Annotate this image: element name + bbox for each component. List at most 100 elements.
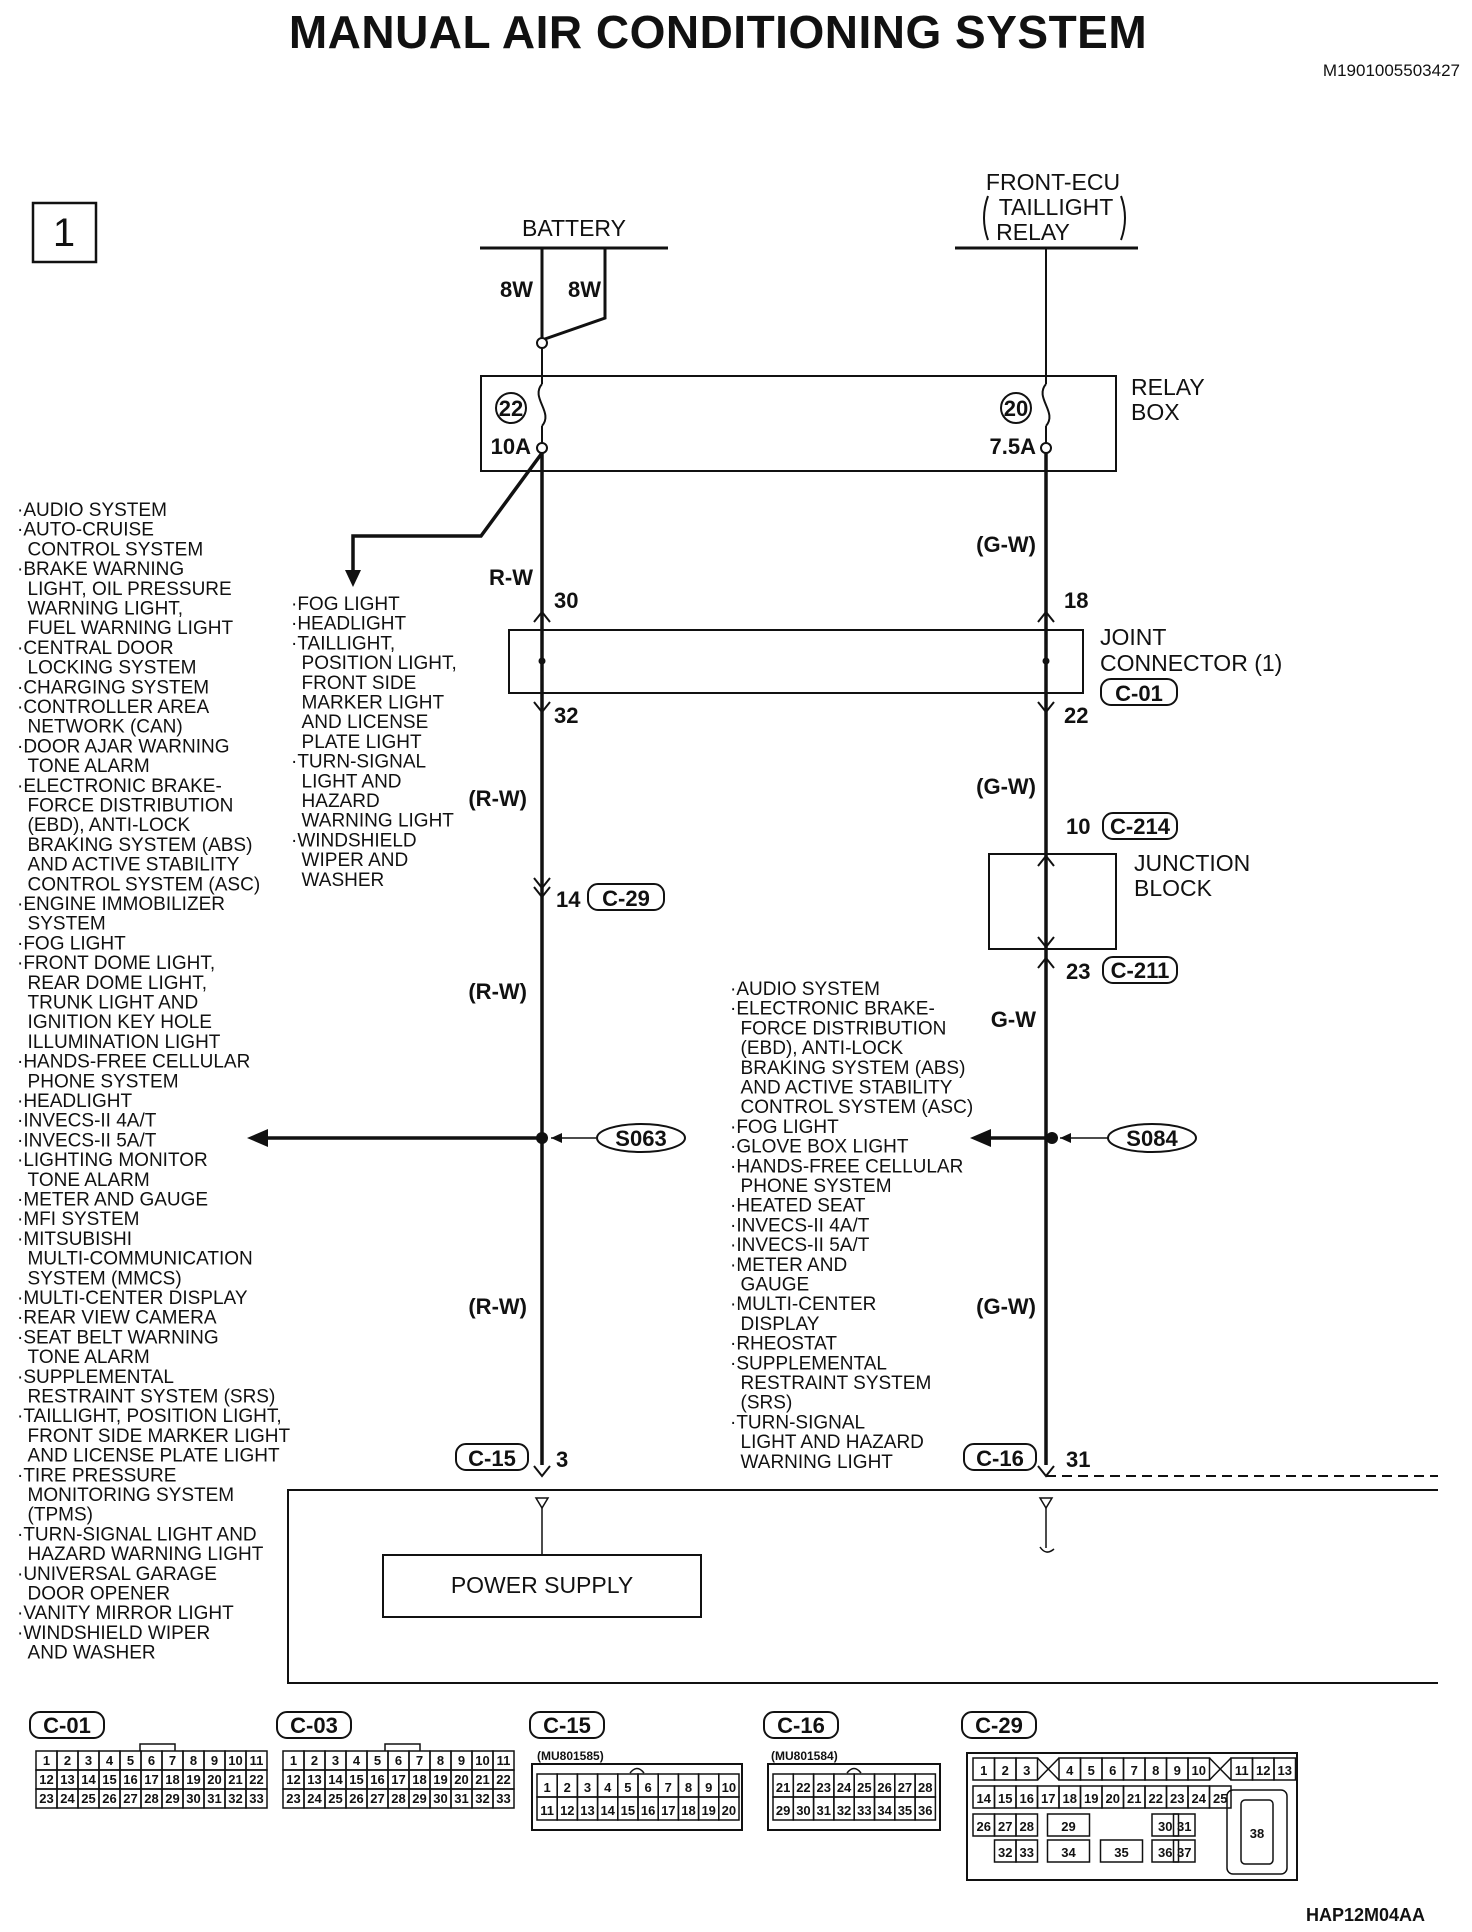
connector-pin-number: 14 [328, 1772, 343, 1787]
connector-pin-number: 8 [437, 1753, 444, 1768]
connector-pin-number: 23 [39, 1791, 53, 1806]
s063-branch-item: ·MFI SYSTEM [17, 1209, 139, 1230]
fuse20-rating: 7.5A [990, 434, 1037, 459]
connector-pin-number: 17 [1041, 1791, 1055, 1806]
connector-cavity [1151, 1839, 1180, 1863]
joint-connector-label-1: JOINT [1100, 624, 1166, 650]
connector-pin-number: 12 [39, 1772, 53, 1787]
connector-pin-number: 19 [186, 1772, 200, 1787]
connector-pin-number: 33 [249, 1791, 263, 1806]
battery-label: BATTERY [522, 215, 626, 241]
battery-wire-b-label: 8W [568, 277, 601, 302]
connector-pin-number: 18 [681, 1803, 695, 1818]
connector-pin-number: 18 [1063, 1791, 1077, 1806]
connector-pin-number: 31 [1177, 1819, 1191, 1834]
connector-pin-number: 19 [701, 1803, 715, 1818]
connector-pin-number: 33 [496, 1791, 510, 1806]
connector-pin-number: 11 [497, 1753, 511, 1768]
fuse20-terminal [1040, 442, 1052, 454]
connector-pin-number: 5 [374, 1753, 381, 1768]
s084-branch-item: ·HEATED SEAT [730, 1196, 866, 1217]
s084-branch-arrow [970, 1129, 991, 1147]
c16-part-number: (MU801584) [771, 1749, 838, 1763]
connector-latch [384, 1743, 421, 1751]
connector-cavity [245, 1788, 268, 1809]
s063-branch-item: ·HEADLIGHT [17, 1091, 132, 1112]
connector-view-badge [961, 1711, 1037, 1739]
junction-out-mark [1037, 936, 1055, 949]
s063-branch-item: RESTRAINT SYSTEM (SRS) [17, 1387, 275, 1408]
connector-cavity [1046, 1839, 1091, 1863]
connector-cavity [1046, 1813, 1091, 1837]
connector-pin-number: 27 [123, 1791, 137, 1806]
joint-connector-code: C-01 [1115, 681, 1163, 706]
connector-pin-number: 28 [1020, 1819, 1034, 1834]
connector-pin-number: 16 [123, 1772, 137, 1787]
junction-pin23-mark [1037, 956, 1055, 969]
s063-branch-item: SYSTEM [17, 914, 106, 935]
connector-pin-number: 11 [540, 1803, 554, 1818]
junction-block-box [988, 853, 1117, 950]
relay-box-label-1: RELAY [1131, 374, 1205, 400]
s063-pointer-arrow [551, 1133, 562, 1143]
s084-branch-item: ·METER AND [730, 1255, 847, 1276]
connector-pin-number: 11 [1235, 1763, 1249, 1778]
connector-cavity [1172, 1839, 1196, 1863]
c29-inline-mark [533, 877, 551, 899]
connector-cavity [1273, 1757, 1297, 1781]
connector-pin-number: 14 [977, 1791, 992, 1806]
power-supply-label: POWER SUPPLY [451, 1572, 633, 1598]
s063-branch-item: (TPMS) [17, 1505, 93, 1526]
right-wire-label-3: G-W [991, 1007, 1036, 1032]
ecu-right-input-mark [1038, 1497, 1054, 1510]
connector-pin-number: 21 [776, 1780, 790, 1795]
connector-pin-number: 3 [1023, 1763, 1030, 1778]
c16-code-badge [963, 1443, 1037, 1471]
splice-s084-label: S084 [1126, 1126, 1178, 1151]
connector-view-badge [29, 1711, 105, 1739]
connector-pin-number: 32 [837, 1803, 851, 1818]
connector-pin-number: 10 [475, 1753, 489, 1768]
connector-pin-number: 15 [998, 1791, 1012, 1806]
figure-code: HAP12M04AA [1306, 1905, 1425, 1925]
joint-pin-30: 30 [554, 588, 578, 613]
c29-housing [966, 1752, 1298, 1881]
s063-branch-item: IGNITION KEY HOLE [17, 1012, 212, 1033]
connector-pin-number: 38 [1250, 1826, 1264, 1841]
c15-code-badge [455, 1443, 529, 1471]
c29-code-badge [587, 883, 665, 911]
connector-pin-number: 34 [877, 1803, 892, 1818]
connector-pin-number: 22 [796, 1780, 810, 1795]
joint-pin-18: 18 [1064, 588, 1088, 613]
connector-pin-number: 27 [998, 1819, 1012, 1834]
connector-view-code: C-03 [290, 1713, 338, 1738]
s063-branch-item: ·WINDSHIELD WIPER [17, 1623, 210, 1644]
s063-branch-item: ·TIRE PRESSURE [17, 1465, 176, 1486]
connector-cavity [1208, 1785, 1232, 1809]
connector-view-badge [763, 1711, 839, 1739]
connector-pin-number: 4 [353, 1753, 361, 1768]
connector-pin-number: 30 [186, 1791, 200, 1806]
connector-cavity [492, 1788, 515, 1809]
s063-branch-item: MONITORING SYSTEM [17, 1485, 234, 1506]
connector-pin-number: 2 [564, 1780, 571, 1795]
s084-branch-item: FORCE DISTRIBUTION [730, 1018, 946, 1039]
connector-pin-number: 25 [81, 1791, 95, 1806]
c15-housing [531, 1763, 743, 1831]
joint-pin30-mark [533, 610, 551, 623]
connector-pin-number: 3 [85, 1753, 92, 1768]
connector-pin-number: 1 [43, 1753, 50, 1768]
s063-branch-item: ·UNIVERSAL GARAGE [17, 1564, 217, 1585]
fuse22-branch-list: ·FOG LIGHT·HEADLIGHT·TAILLIGHT, POSITION… [291, 594, 457, 891]
connector-pin-number: 19 [1084, 1791, 1098, 1806]
s063-branch-item: ILLUMINATION LIGHT [17, 1032, 221, 1053]
connector-pin-number: 27 [898, 1780, 912, 1795]
connector-pin-number: 2 [1002, 1763, 1009, 1778]
connector-pin-number: 12 [286, 1772, 300, 1787]
s063-branch-item: ·CONTROLLER AREA [17, 697, 209, 718]
connector-pin-number: 1 [980, 1763, 987, 1778]
s084-branch-item: ·SUPPLEMENTAL [730, 1353, 887, 1374]
junction-block-label-1: JUNCTION [1134, 850, 1250, 876]
battery-wire-b [541, 248, 607, 342]
connector-view-code: C-15 [543, 1713, 591, 1738]
